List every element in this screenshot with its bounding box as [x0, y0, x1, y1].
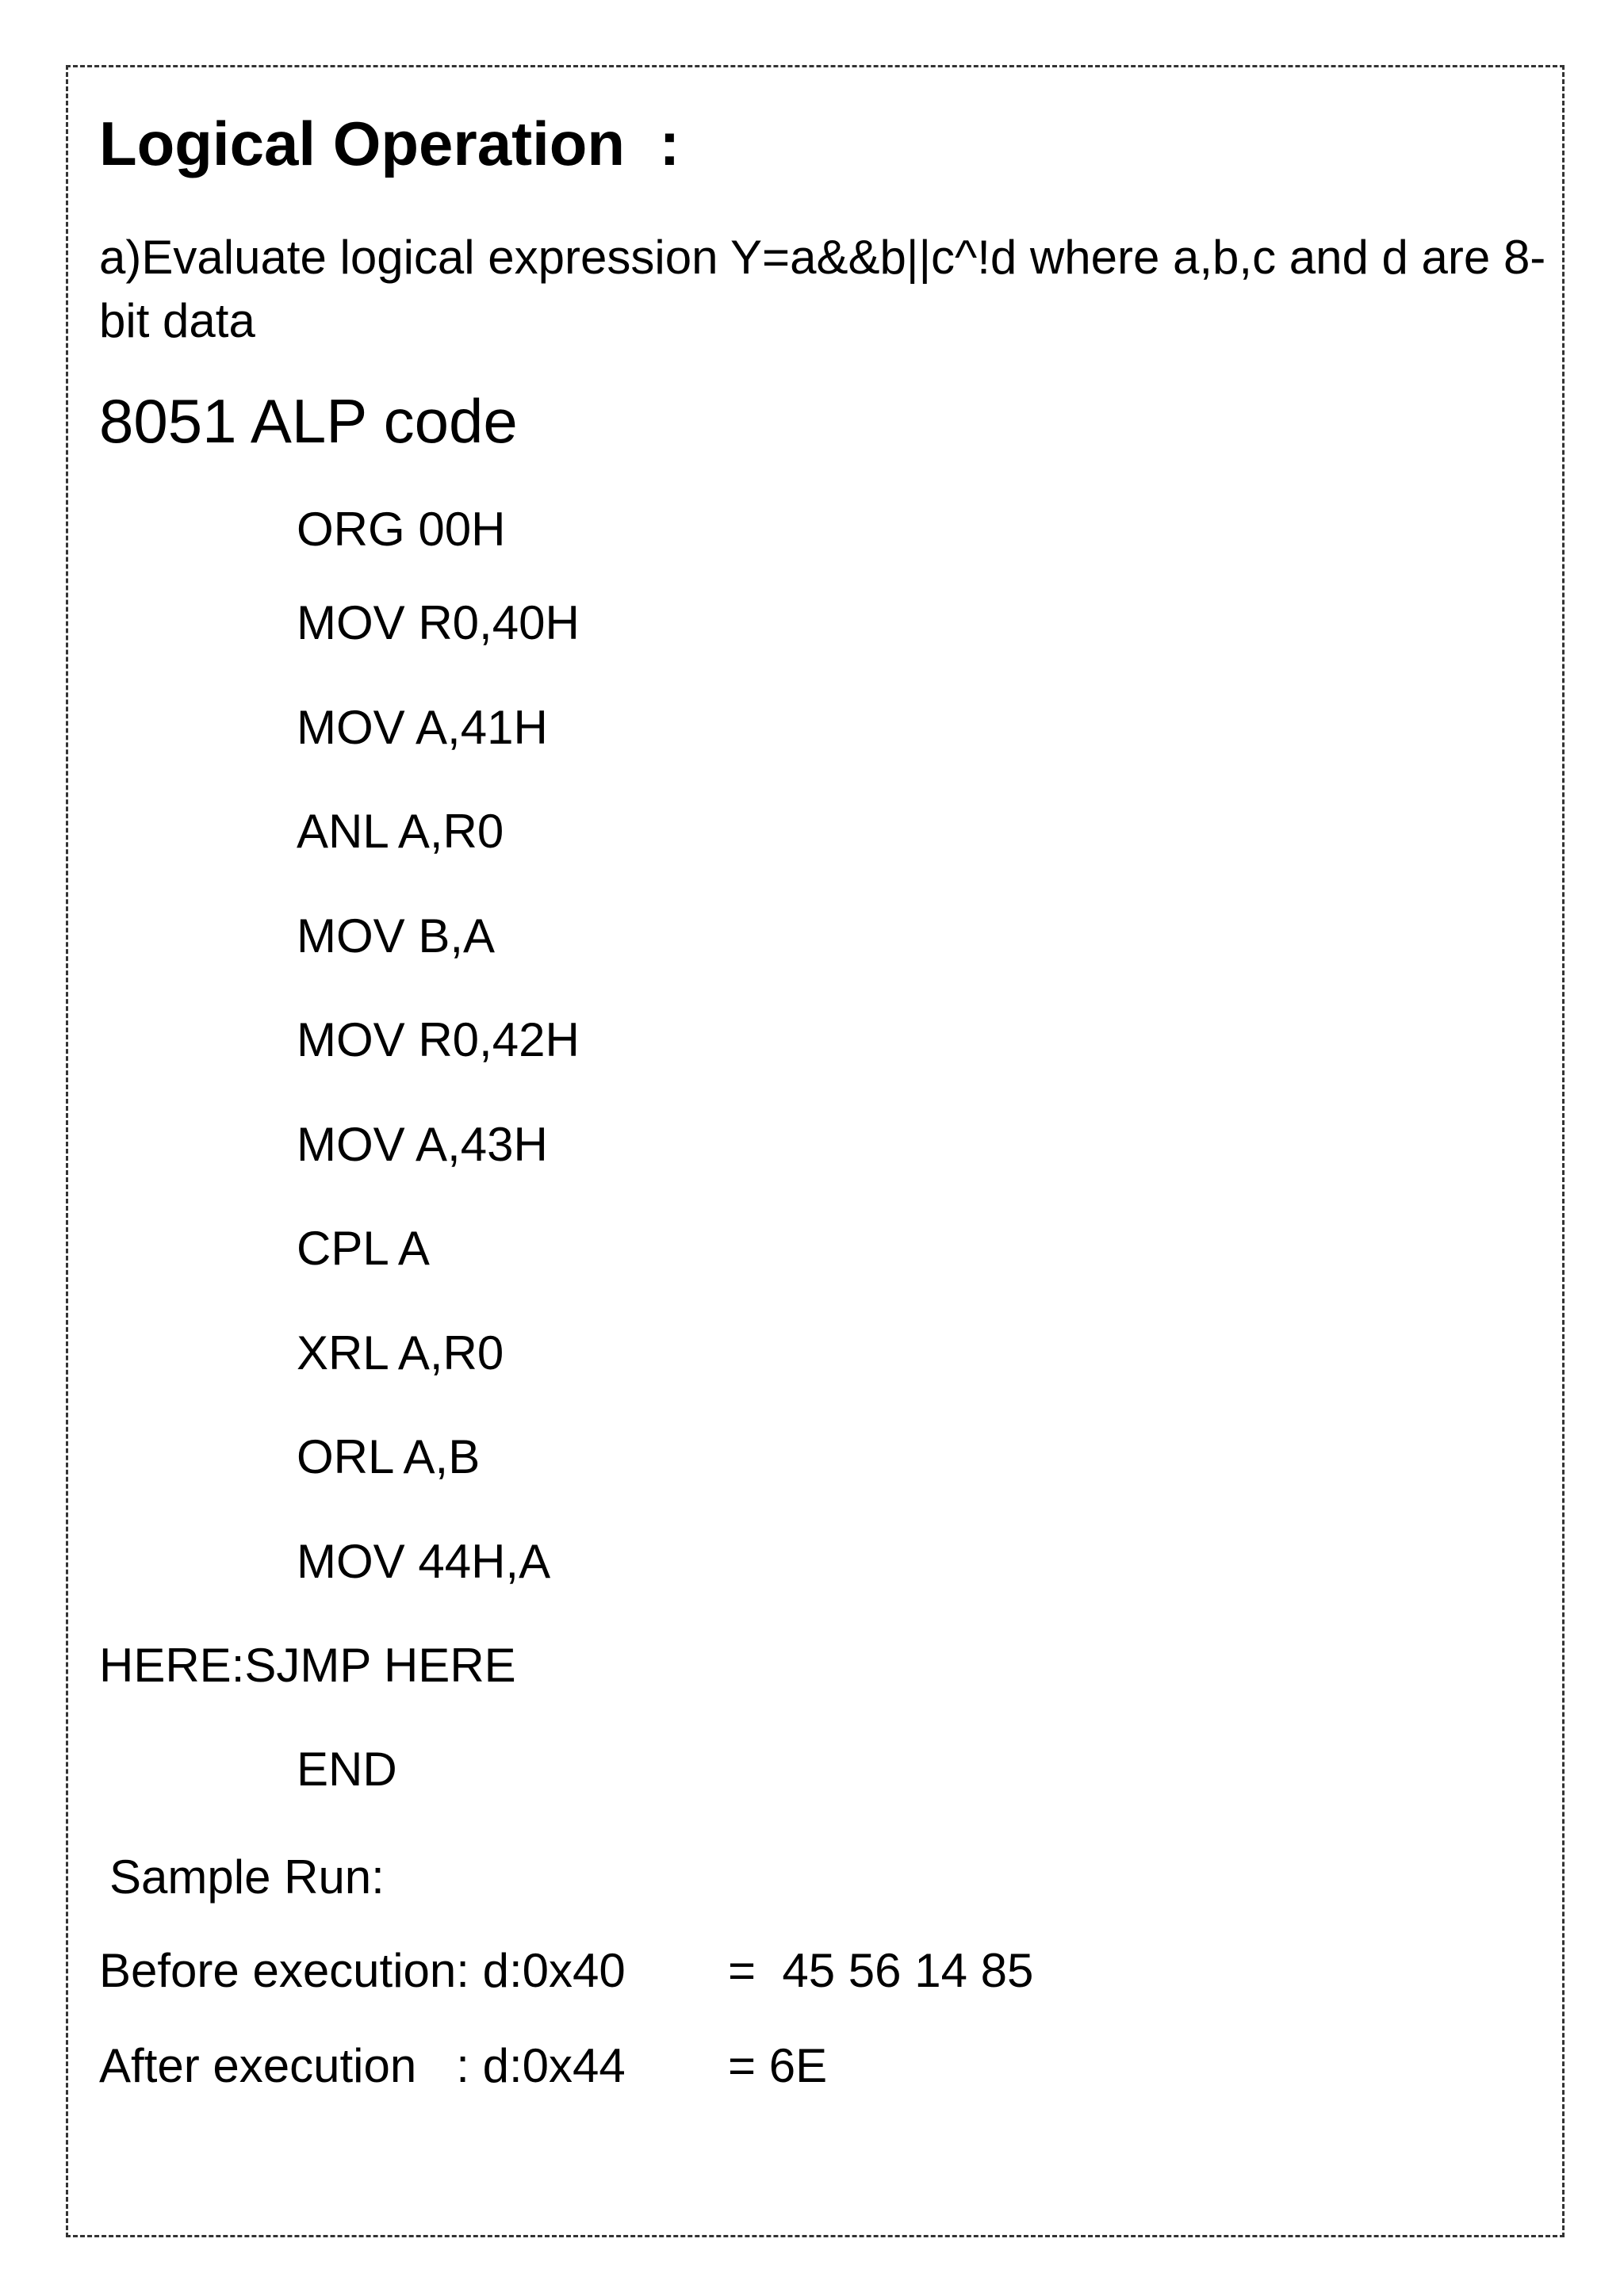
- after-execution-value: = 6E: [728, 2039, 828, 2092]
- after-execution-label: After execution : d:0x44: [99, 2039, 626, 2092]
- before-execution-value: = 45 56 14 85: [728, 1944, 1034, 1997]
- before-execution-label: Before execution: d:0x40: [99, 1944, 626, 1997]
- code-line-xrl: XRL A,R0: [297, 1326, 504, 1380]
- code-line-mov-b-a: MOV B,A: [297, 909, 496, 962]
- code-line-org: ORG 00H: [297, 503, 506, 556]
- code-line-mov-a-41h: MOV A,41H: [297, 701, 548, 754]
- code-line-end: END: [297, 1743, 397, 1796]
- code-line-here-sjmp: HERE:SJMP HERE: [99, 1639, 516, 1692]
- sample-run-title: Sample Run:: [109, 1850, 385, 1904]
- code-line-anl: ANL A,R0: [297, 805, 504, 858]
- code-heading: 8051 ALP code: [99, 386, 518, 456]
- code-line-mov-r0-42h: MOV R0,42H: [297, 1013, 580, 1066]
- code-line-mov-r0-40h: MOV R0,40H: [297, 596, 580, 649]
- code-line-mov-a-43h: MOV A,43H: [297, 1118, 548, 1171]
- code-line-cpl: CPL A: [297, 1222, 430, 1275]
- code-line-mov-44h-a: MOV 44H,A: [297, 1535, 551, 1588]
- page-title: Logical Operation :: [99, 109, 680, 178]
- page-border: [66, 65, 1565, 2237]
- problem-statement: a)Evaluate logical expression Y=a&&b||c^…: [99, 231, 1546, 347]
- code-line-orl: ORL A,B: [297, 1430, 481, 1483]
